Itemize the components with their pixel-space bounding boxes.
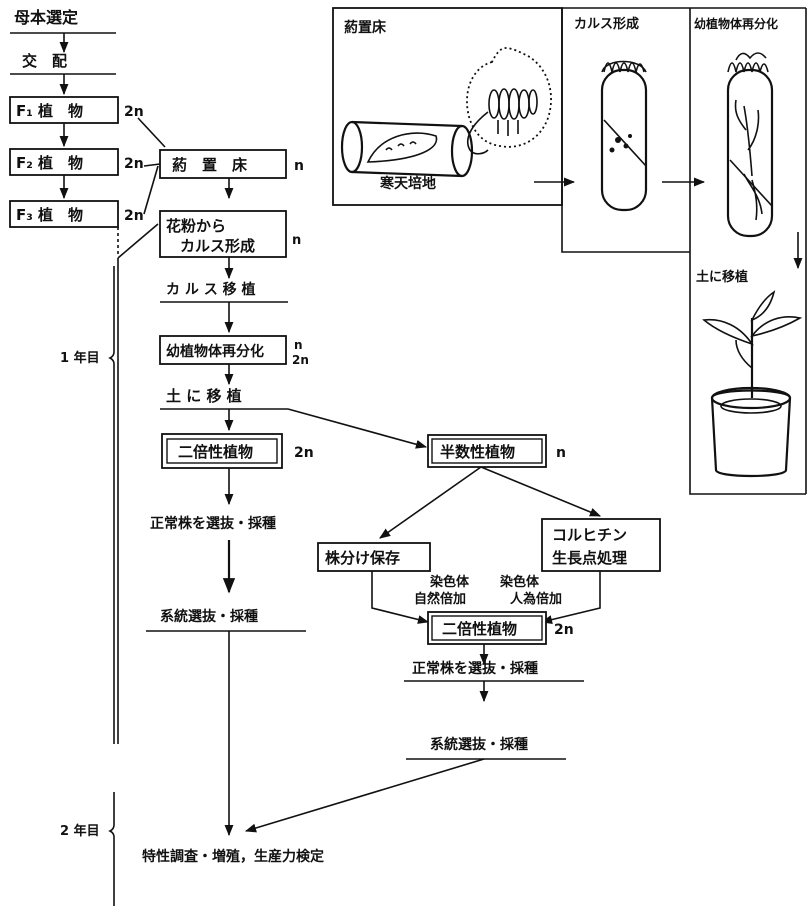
select-normal-2-label: 正常株を選抜・採種 bbox=[412, 660, 538, 677]
f1-plant-label: F₁ 植 物 bbox=[16, 102, 83, 120]
f1-plant-box bbox=[9, 96, 119, 124]
panel-anther-label: 葯置床 bbox=[344, 19, 387, 36]
colchicine-box bbox=[541, 518, 661, 572]
haploid-branch: 半数性植物 n 株分け保存 コルヒチン 生長点処理 染色体 自然倍加 染色体 人… bbox=[244, 408, 661, 833]
panel-plantlet-label: 幼植物体再分化 bbox=[694, 16, 778, 31]
anther-culture-column: 葯 置 床 n 花粉から カルス形成 n カ ル ス 移 植 幼植物体再分化 n… bbox=[146, 149, 314, 837]
plantlet-regeneration-label: 幼植物体再分化 bbox=[166, 343, 264, 360]
diploid-plant-2-label: 二倍性植物 bbox=[442, 620, 517, 638]
haploid-plant-box bbox=[427, 434, 547, 468]
f1-ploidy: 2n bbox=[124, 104, 144, 120]
diploid-plant-2-box bbox=[427, 611, 547, 645]
callus-formation-box bbox=[159, 210, 287, 258]
division-preserve-box bbox=[317, 542, 431, 572]
potted-plant-illustration bbox=[702, 290, 803, 478]
colchicine-line1: コルヒチン bbox=[552, 526, 627, 544]
panel-callus-label: カルス形成 bbox=[574, 16, 639, 32]
anther-culture-box bbox=[159, 149, 287, 179]
haploid-plant-label: 半数性植物 bbox=[440, 443, 515, 461]
select-normal-label: 正常株を選抜・採種 bbox=[150, 515, 276, 532]
year2-label: 2 年目 bbox=[60, 823, 100, 839]
f-lines-to-anther-connectors bbox=[137, 117, 166, 215]
f2-plant-box bbox=[9, 148, 119, 176]
timeline: 1 年目 2 年目 bbox=[60, 266, 115, 906]
haploid-ploidy: n bbox=[556, 445, 566, 461]
f3-plant-label: F₃ 植 物 bbox=[16, 206, 83, 224]
year1-label: 1 年目 bbox=[60, 350, 100, 366]
flower-bud-illustration bbox=[466, 47, 552, 155]
artificial-doubling-line1: 染色体 bbox=[499, 574, 540, 590]
panel-soil-label: 土に移植 bbox=[696, 269, 748, 285]
plantlet-regeneration-box bbox=[159, 335, 287, 365]
diploid-2-ploidy: 2n bbox=[554, 622, 574, 638]
agar-medium-label: 寒天培地 bbox=[380, 175, 436, 192]
f2-plant-label: F₂ 植 物 bbox=[16, 154, 83, 172]
diploid-ploidy: 2n bbox=[294, 445, 314, 461]
anther-ploidy: n bbox=[294, 158, 304, 174]
mother-selection-label: 母本選定 bbox=[14, 8, 78, 27]
callus-ploidy: n bbox=[292, 233, 301, 248]
plantlet-ploidy-2n: 2n bbox=[292, 353, 309, 367]
f3-plant-box bbox=[9, 200, 119, 228]
culture-tube-illustration bbox=[340, 120, 474, 178]
artificial-doubling-line2: 人為倍加 bbox=[510, 591, 562, 607]
callus-transplant-label: カ ル ス 移 植 bbox=[166, 281, 256, 298]
callus-tube-illustration bbox=[600, 60, 648, 212]
anther-culture-label: 葯 置 床 bbox=[172, 156, 248, 174]
illustration-panels: 葯置床 カルス形成 幼植物体再分化 寒天培地 土に移植 bbox=[332, 7, 807, 495]
division-preserve-label: 株分け保存 bbox=[325, 549, 400, 567]
final-step-label: 特性調査・増殖，生産力検定 bbox=[142, 848, 324, 865]
diploid-plant-label: 二倍性植物 bbox=[178, 443, 253, 461]
callus-formation-line2: カルス形成 bbox=[180, 237, 255, 255]
colchicine-line2: 生長点処理 bbox=[552, 549, 627, 567]
plantlet-ploidy-n: n bbox=[294, 338, 303, 352]
soil-transplant-label: 土 に 移 植 bbox=[166, 387, 242, 405]
f3-ploidy: 2n bbox=[124, 208, 144, 224]
f2-ploidy: 2n bbox=[124, 156, 144, 172]
crossing-label: 交 配 bbox=[22, 52, 67, 70]
plantlet-tube-illustration bbox=[726, 52, 774, 238]
line-selection-2-label: 系統選抜・採種 bbox=[430, 736, 528, 753]
line-selection-label: 系統選抜・採種 bbox=[160, 608, 258, 625]
natural-doubling-line2: 自然倍加 bbox=[414, 591, 466, 607]
natural-doubling-line1: 染色体 bbox=[429, 574, 470, 590]
callus-formation-line1: 花粉から bbox=[166, 217, 226, 235]
breeding-column: 母本選定 交 配 F₁ 植 物 2n F₂ 植 物 2n F₃ 植 物 2n bbox=[9, 8, 159, 744]
